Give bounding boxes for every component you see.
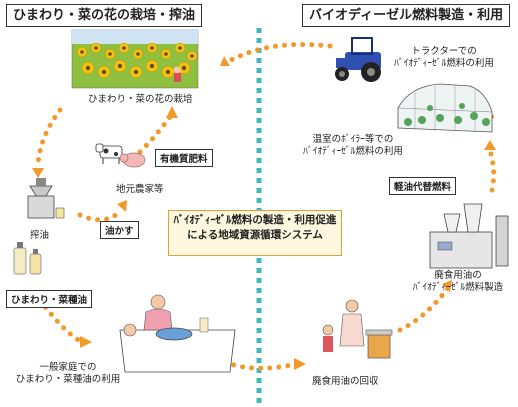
label-refinery: 廃食用油の ﾊﾞｲｵﾃﾞｨｰｾﾞﾙ燃料製造 xyxy=(400,270,516,294)
section-header-cultivation: ひまわり・菜の花の栽培・搾油 xyxy=(6,4,203,27)
oil-collection-image xyxy=(322,299,393,359)
tag-light-oil-substitute: 軽油代替燃料 xyxy=(389,177,457,195)
arrow-heads xyxy=(32,56,496,370)
tag-sunflower-rapeseed-oil: ひまわり・菜種油 xyxy=(6,290,93,308)
arrow-oil-to-household xyxy=(37,297,85,345)
tag-oil-cake: 油かす xyxy=(100,221,139,239)
farm-animals-image xyxy=(95,143,146,168)
arrow-head-greenhouse xyxy=(484,140,496,150)
label-refinery-line1: 廃食用油の xyxy=(434,270,482,281)
arrow-head-field xyxy=(220,56,230,66)
arrow-farm-to-field xyxy=(137,111,175,155)
arrow-tractor-to-field xyxy=(217,42,333,69)
center-line2: による地域資源循環システム xyxy=(187,229,323,242)
refinery-machine-image xyxy=(429,203,509,269)
label-tractor: トラクターでの ﾊﾞｲｵﾃﾞｨｰｾﾞﾙ燃料の利用 xyxy=(384,46,504,70)
arrow-head-farm xyxy=(117,200,127,212)
arrow-head-press xyxy=(32,168,44,178)
label-greenhouse: 温室のﾎﾞｲﾗｰ等での ﾊﾞｲｵﾃﾞｨｰｾﾞﾙ燃料の利用 xyxy=(294,134,412,158)
arrow-field-to-press xyxy=(35,107,63,171)
tag-organic-fertilizer: 有機質肥料 xyxy=(155,149,213,167)
sunflower-field-image xyxy=(71,29,199,89)
arrow-press-to-farm xyxy=(77,207,125,223)
oil-press-image xyxy=(27,178,65,219)
label-greenhouse-line2: ﾊﾞｲｵﾃﾞｨｰｾﾞﾙ燃料の利用 xyxy=(303,145,403,157)
oil-bottles-image xyxy=(13,242,42,275)
household-cooking-image xyxy=(119,294,236,373)
center-concept-box: ﾊﾞｲｵﾃﾞｨｰｾﾞﾙ燃料の製造・利用促進 による地域資源循環システム xyxy=(168,210,342,256)
label-tractor-line1: トラクターでの xyxy=(411,46,477,57)
label-field: ひまわり・菜の花の栽培 xyxy=(88,94,193,105)
label-tractor-line2: ﾊﾞｲｵﾃﾞｨｰｾﾞﾙ燃料の利用 xyxy=(394,57,494,69)
greenhouse-image xyxy=(397,83,493,133)
label-collection: 廃食用油の回収 xyxy=(312,376,379,387)
label-household: 一般家庭での ひまわり・菜種油の利用 xyxy=(0,362,136,386)
label-press: 搾油 xyxy=(30,230,50,241)
center-line1: ﾊﾞｲｵﾃﾞｨｰｾﾞﾙ燃料の製造・利用促進 xyxy=(173,214,337,226)
section-header-biodiesel: バイオディーゼル燃料製造・利用 xyxy=(302,4,511,27)
arrow-household-to-collection xyxy=(222,359,299,371)
label-refinery-line2: ﾊﾞｲｵﾃﾞｨｰｾﾞﾙ燃料製造 xyxy=(412,281,504,293)
label-farm: 地元農家等 xyxy=(116,184,164,195)
label-household-line2: ひまわり・菜種油の利用 xyxy=(15,373,121,385)
arrow-head-field-2 xyxy=(166,106,178,118)
tractor-image xyxy=(335,37,381,82)
arrow-collection-to-refinery xyxy=(397,285,451,333)
label-household-line1: 一般家庭での xyxy=(39,362,97,373)
label-greenhouse-line1: 温室のﾎﾞｲﾗｰ等での xyxy=(312,134,394,145)
arrow-head-collection xyxy=(294,358,306,370)
arrow-refinery-to-greenhouse xyxy=(487,147,497,193)
arrow-head-household xyxy=(80,336,92,348)
arrow-head-refinery xyxy=(442,280,452,292)
